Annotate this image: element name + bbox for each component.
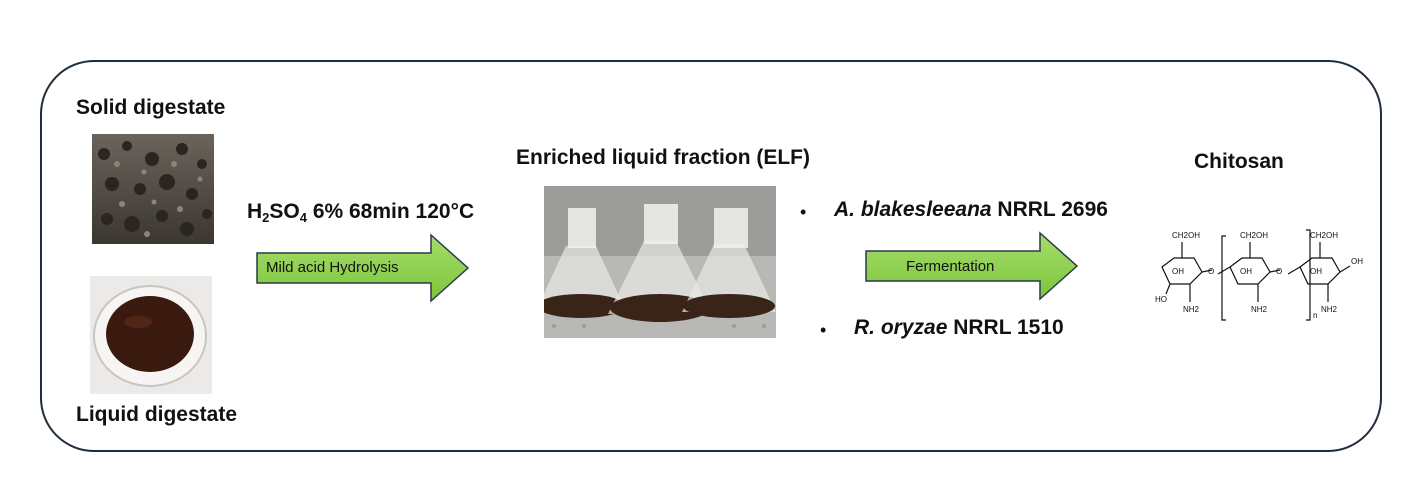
nh2-3: NH2 — [1321, 305, 1338, 314]
o-link-2: O — [1276, 267, 1282, 276]
ho-1: HO — [1155, 295, 1167, 304]
process-frame — [40, 60, 1382, 452]
hydrolysis-conditions: H2SO4 6% 68min 120°C — [247, 200, 475, 225]
fermentation-arrow — [865, 231, 1079, 301]
liquid-digestate-label: Liquid digestate — [76, 403, 238, 426]
fermentation-arrow-label: Fermentation — [906, 258, 995, 275]
solid-digestate-photo — [92, 134, 214, 244]
liquid-digestate-photo — [90, 276, 212, 394]
ch2oh-2: CH2OH — [1240, 231, 1268, 240]
ch2oh-1: CH2OH — [1172, 231, 1200, 240]
organism2-bullet: • — [820, 320, 827, 340]
elf-flasks-photo — [544, 186, 776, 338]
elf-label: Enriched liquid fraction (ELF) — [516, 146, 810, 169]
solid-digestate-label: Solid digestate — [76, 96, 226, 119]
oh-1: OH — [1172, 267, 1184, 276]
hydrolysis-arrow-label: Mild acid Hydrolysis — [266, 259, 399, 276]
organism1-bullet: • — [800, 202, 807, 222]
organism2-label: R. oryzae NRRL 1510 — [854, 316, 1064, 339]
nh2-2: NH2 — [1251, 305, 1268, 314]
organism1-label: A. blakesleeana NRRL 2696 — [834, 198, 1108, 221]
hydrolysis-arrow — [256, 233, 470, 303]
chitosan-structure: CH2OH CH2OH CH2OH OH OH OH HO O O OH NH2… — [1155, 229, 1363, 321]
nh2-1: NH2 — [1183, 305, 1200, 314]
chitosan-label: Chitosan — [1194, 150, 1284, 173]
oh-3: OH — [1310, 267, 1322, 276]
oh-end: OH — [1351, 257, 1363, 266]
repeat-n: n — [1313, 311, 1317, 320]
o-link-1: O — [1208, 267, 1214, 276]
ch2oh-3: CH2OH — [1310, 231, 1338, 240]
oh-2: OH — [1240, 267, 1252, 276]
